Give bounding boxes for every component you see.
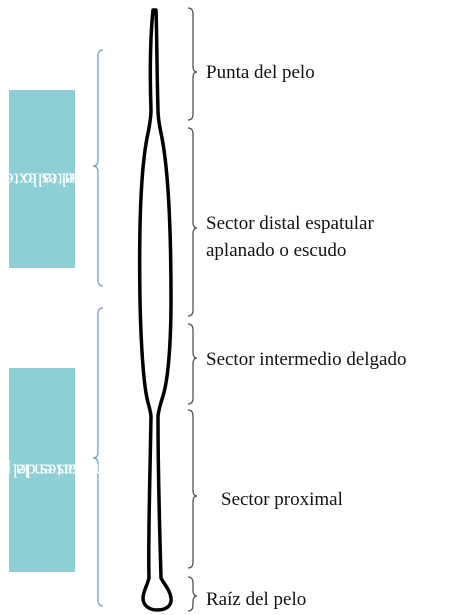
segment-brackets	[187, 7, 198, 612]
group-label-externas: Partes externas del tallo	[0, 122, 88, 236]
group-brackets	[92, 49, 104, 607]
inmersas-bracket	[92, 307, 104, 607]
label-raiz-del-pelo: Raíz del pelo	[206, 589, 307, 610]
label-sector-distal: Sector distal espatular aplanado o escud…	[206, 210, 374, 264]
label-sector-intermedio: Sector intermedio delgado	[206, 349, 407, 370]
label-sector-distal-line-1: Sector distal espatular	[206, 213, 374, 234]
group-label-inmersas-line-2: inmersas en la piel	[0, 459, 125, 481]
distal-bracket	[187, 127, 198, 317]
externas-bracket	[92, 49, 104, 287]
label-punta-del-pelo: Punta del pelo	[206, 62, 315, 83]
group-box-inmersas: Partes del tallo inmersas en la piel	[0, 368, 124, 572]
punta-bracket	[187, 7, 198, 121]
raiz-bracket	[187, 576, 198, 612]
group-box-externas: Partes externas del tallo	[0, 90, 88, 268]
intermedio-bracket	[187, 323, 198, 405]
group-label-inmersas: Partes del tallo inmersas en la piel	[0, 399, 124, 541]
group-label-externas-line-2: del tallo	[22, 168, 85, 190]
label-sector-proximal: Sector proximal	[221, 489, 343, 510]
proximal-bracket	[187, 409, 198, 569]
label-sector-distal-line-2: aplanado o escudo	[206, 240, 347, 261]
hair-shaft-outline	[137, 8, 173, 612]
